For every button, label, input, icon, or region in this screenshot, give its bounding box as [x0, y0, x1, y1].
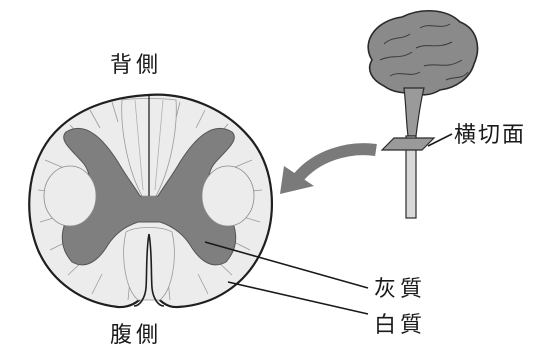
dorsal-label: 背側	[110, 53, 162, 78]
ventral-label: 腹側	[110, 323, 162, 347]
spinal-cord-cross-section	[29, 95, 272, 307]
cross-section-plane	[382, 138, 434, 150]
gray-matter-label: 灰質	[374, 277, 426, 302]
cross-section-label: 横切面	[454, 123, 526, 148]
brain-icon	[368, 11, 477, 95]
white-matter-leader	[228, 282, 368, 314]
brainstem	[404, 88, 424, 136]
brain-illustration	[368, 11, 477, 218]
curved-arrow-icon	[280, 149, 376, 194]
lateral-white-lobe-right	[202, 166, 254, 226]
white-matter-label: 白質	[374, 313, 426, 338]
lateral-white-lobe-left	[44, 166, 96, 226]
